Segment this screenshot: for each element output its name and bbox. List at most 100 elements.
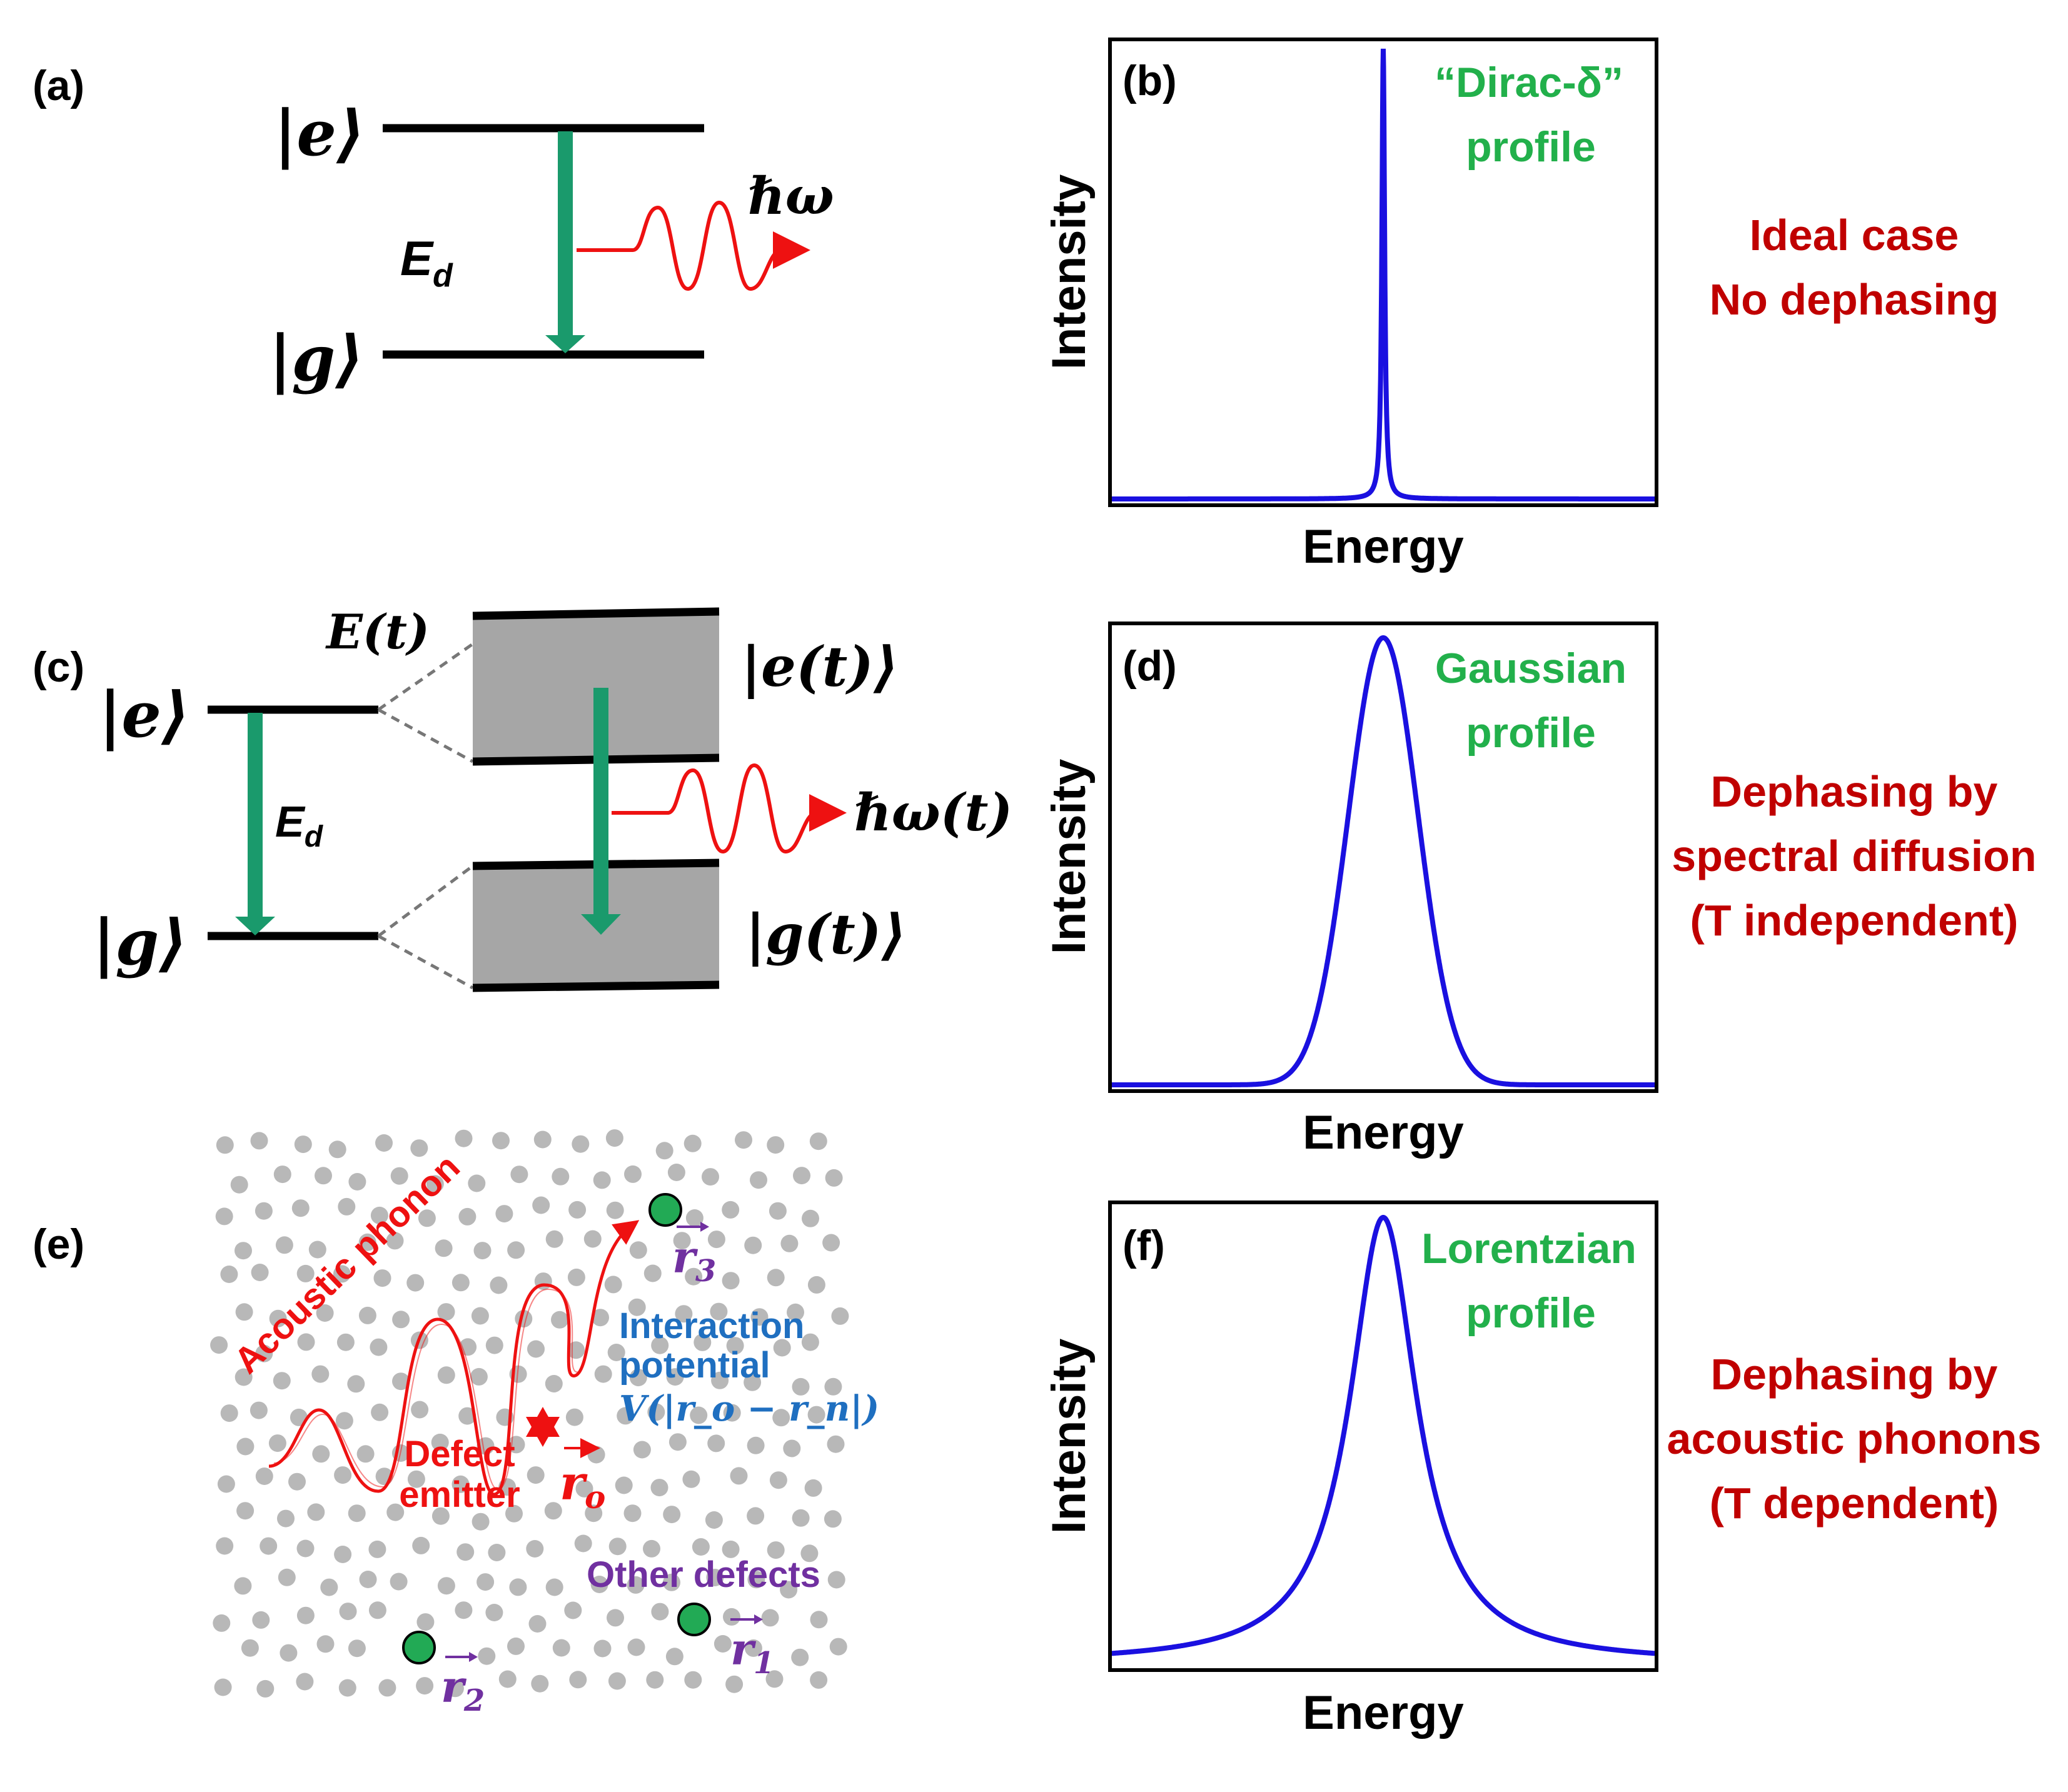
lattice-atom [312, 1445, 330, 1463]
lattice-atom [825, 1169, 843, 1187]
lattice-atom [655, 1142, 673, 1160]
lattice-atom [230, 1175, 248, 1194]
lattice-atom [216, 1136, 234, 1154]
lattice-atom [406, 1274, 425, 1292]
lattice-atom [773, 1339, 791, 1357]
lattice-atom [456, 1543, 475, 1561]
mechanism-label-f-line1: Dephasing by [1711, 1350, 1998, 1399]
panel-f-label: (f) [1122, 1222, 1165, 1269]
panel-f: (f) Lorentzian profile Energy Intensity … [1042, 1201, 2041, 1739]
lattice-atom [278, 1568, 296, 1586]
lattice-atom [726, 1337, 744, 1355]
lattice-atom [624, 1165, 642, 1183]
lattice-atom [416, 1613, 435, 1631]
lattice-atom [572, 1135, 590, 1153]
lattice-atom [627, 1638, 645, 1656]
lattice-atom [545, 1230, 563, 1248]
lattice-atom [210, 1336, 228, 1354]
lattice-atom [488, 1544, 506, 1561]
lattice-atom [250, 1401, 268, 1419]
lattice-atom [629, 1369, 647, 1387]
lattice-atom [320, 1578, 338, 1596]
lattice-atom [236, 1437, 255, 1456]
y-axis-label-b: Intensity [1042, 174, 1096, 370]
lattice-atom [510, 1165, 528, 1184]
lattice-atom [761, 1609, 779, 1627]
lattice-atom [565, 1408, 583, 1426]
excited-band-label: |e(t)⟩ [741, 634, 899, 699]
y-axis-label-f: Intensity [1042, 1339, 1096, 1534]
acoustic-phonon-wave [268, 1220, 640, 1496]
lattice-atom [437, 1366, 455, 1384]
lattice-atom [485, 1604, 503, 1621]
lattice-atom [668, 1433, 687, 1451]
lattice-atom [606, 1201, 624, 1219]
lattice-atom [334, 1546, 352, 1563]
ground-band-label: |g(t)⟩ [745, 902, 907, 967]
lattice-atom [827, 1571, 845, 1589]
lattice-atom [509, 1578, 527, 1596]
lattice-atom [730, 1467, 748, 1485]
mechanism-label-b-line2: No dephasing [1710, 275, 1999, 324]
lattice-atom [311, 1365, 330, 1383]
lattice-atom [575, 1479, 593, 1498]
lattice-atom [431, 1433, 449, 1451]
lattice-atom [650, 1479, 668, 1497]
interaction-label-line1: Interaction [619, 1306, 805, 1346]
lattice-atom [528, 1615, 547, 1633]
lattice-atom [663, 1506, 681, 1524]
lattice-atom [416, 1677, 434, 1695]
lattice-atom [685, 1267, 703, 1286]
lattice-atom [256, 1679, 275, 1698]
lattice-atom [375, 1134, 393, 1152]
lattice-atom [831, 1307, 849, 1325]
lattice-atom [633, 1441, 651, 1459]
lattice-atom [288, 1472, 306, 1491]
energy-gap-label-c: Ed [275, 797, 324, 853]
photon-energy-label-c: ℏω(t) [854, 783, 1012, 843]
lattice-atom [251, 1264, 269, 1281]
excited-state-label: |e⟩ [274, 96, 365, 170]
lattice-atom [750, 1308, 769, 1326]
panel-e-label: (e) [33, 1221, 84, 1268]
lattice-atom [769, 1471, 787, 1489]
lattice-atom [431, 1507, 450, 1525]
lattice-atom [458, 1207, 477, 1226]
lattice-atom [705, 1511, 723, 1529]
lattice-atom [273, 1165, 291, 1184]
lattice-atom [392, 1311, 410, 1329]
lattice-atom [241, 1639, 259, 1657]
lattice-atom [338, 1679, 356, 1697]
panel-b: (b) “Dirac-δ” profile Energy Intensity I… [1042, 38, 1999, 573]
profile-label-d-line1: Gaussian [1435, 645, 1627, 692]
lattice-atom [783, 1439, 801, 1457]
lattice-atom [663, 1573, 680, 1591]
lattice-atom [437, 1303, 455, 1321]
lattice-atom [666, 1368, 684, 1386]
lattice-atom [787, 1303, 804, 1321]
panel-d: (d) Gaussian profile Energy Intensity De… [1042, 622, 2037, 1159]
lattice-atom [273, 1372, 291, 1390]
profile-label-f-line1: Lorentzian [1421, 1225, 1637, 1272]
lattice-atom [617, 1407, 635, 1425]
lattice-atom [268, 1434, 286, 1452]
lattice-atom [646, 1671, 664, 1689]
lattice-atom [455, 1129, 473, 1147]
lattice-atom [767, 1541, 785, 1559]
lattice-atom [801, 1333, 819, 1351]
band-energy-label: E(t) [325, 604, 430, 660]
lattice-atom [767, 1269, 785, 1287]
lattice-atom [531, 1674, 549, 1693]
lattice-atom [568, 1201, 587, 1219]
lattice-atom [390, 1167, 408, 1185]
lattice-atom [593, 1639, 612, 1658]
lattice-atom [371, 1403, 389, 1421]
emission-arrow-band [581, 688, 621, 935]
lattice-atom [296, 1606, 315, 1624]
lattice-atom [356, 1445, 375, 1463]
lattice-atom [682, 1470, 700, 1488]
lattice-atom [545, 1578, 563, 1596]
lattice-atom [277, 1509, 295, 1528]
photon-wave-c [612, 763, 847, 854]
interaction-label-line2: potential [619, 1345, 770, 1386]
